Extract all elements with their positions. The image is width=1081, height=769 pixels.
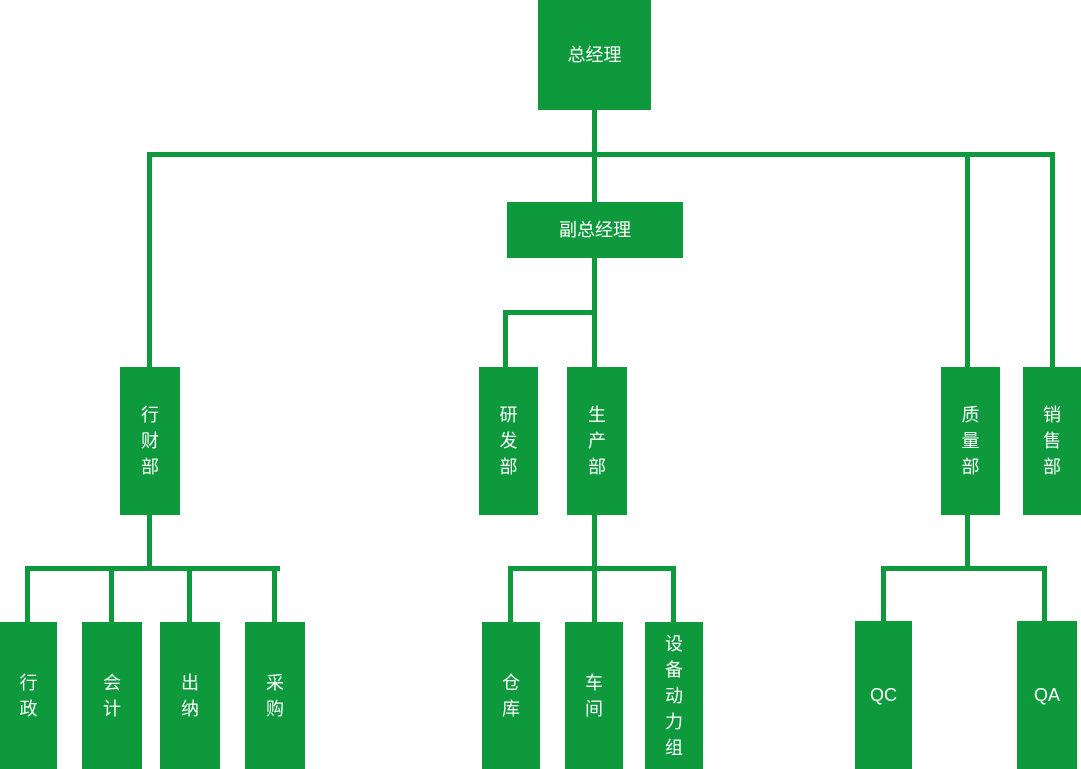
connector-to-qc [881, 566, 886, 621]
node-quality-dept[interactable]: 质量部 [941, 367, 1000, 515]
node-production-dept[interactable]: 生产部 [567, 367, 627, 515]
node-workshop[interactable]: 车间 [565, 622, 623, 769]
connector-admin-finance-down [147, 515, 152, 566]
connector-to-deputy-gm [592, 152, 597, 202]
connector-production-down [592, 515, 597, 566]
connector-rd-branch-horizontal [503, 310, 597, 315]
node-qc[interactable]: QC [855, 621, 912, 769]
connector-to-workshop [592, 566, 597, 622]
node-quality-dept-label: 质量部 [961, 405, 980, 477]
node-warehouse-label: 仓库 [502, 672, 520, 719]
connector-to-sales-dept [1050, 152, 1055, 367]
node-qa-label: QA [1033, 685, 1060, 705]
node-accounting-label: 会计 [103, 672, 121, 719]
node-equipment-power-group-label: 设备动力组 [665, 633, 683, 758]
node-general-manager[interactable]: 总经理 [538, 0, 651, 110]
node-workshop-label: 车间 [585, 672, 603, 719]
node-admin-finance-dept[interactable]: 行财部 [120, 367, 180, 515]
node-warehouse[interactable]: 仓库 [482, 622, 540, 769]
node-procurement-label: 采购 [266, 672, 284, 719]
node-accounting[interactable]: 会计 [82, 622, 142, 769]
node-admin-office[interactable]: 行政 [0, 622, 57, 769]
node-rd-dept[interactable]: 研发部 [479, 367, 538, 515]
connector-to-admin-finance-dept [147, 152, 152, 367]
node-admin-office-label: 行政 [19, 672, 38, 719]
connector-to-warehouse [508, 566, 513, 622]
node-general-manager-label: 总经理 [567, 45, 622, 65]
node-sales-dept[interactable]: 销售部 [1023, 367, 1081, 515]
node-admin-finance-dept-label: 行财部 [141, 405, 159, 477]
node-deputy-general-manager[interactable]: 副总经理 [507, 202, 683, 258]
connector-right-group-horizontal [881, 566, 1047, 571]
node-qc-label: QC [870, 685, 897, 705]
connector-to-procurement [272, 566, 277, 622]
node-production-dept-label: 生产部 [588, 405, 606, 477]
connector-to-rd-dept [503, 310, 508, 367]
connector-to-equipment-power-group [671, 566, 676, 622]
connector-to-qa [1042, 566, 1047, 621]
connector-to-accounting [109, 566, 114, 622]
node-sales-dept-label: 销售部 [1043, 405, 1061, 477]
connector-quality-down [965, 515, 970, 566]
connector-to-quality-dept [965, 152, 970, 367]
node-rd-dept-label: 研发部 [499, 405, 518, 477]
connector-gm-down [592, 110, 597, 152]
node-procurement[interactable]: 采购 [245, 622, 305, 769]
node-equipment-power-group[interactable]: 设备动力组 [645, 622, 703, 769]
connector-to-cashier [187, 566, 192, 622]
node-cashier-label: 出纳 [181, 672, 199, 719]
node-qa[interactable]: QA [1017, 621, 1077, 769]
node-deputy-general-manager-label: 副总经理 [559, 220, 631, 240]
connector-to-admin-office [25, 566, 30, 622]
node-cashier[interactable]: 出纳 [160, 622, 220, 769]
connector-left-group-horizontal [25, 566, 280, 571]
connector-main-horizontal [147, 152, 1055, 157]
